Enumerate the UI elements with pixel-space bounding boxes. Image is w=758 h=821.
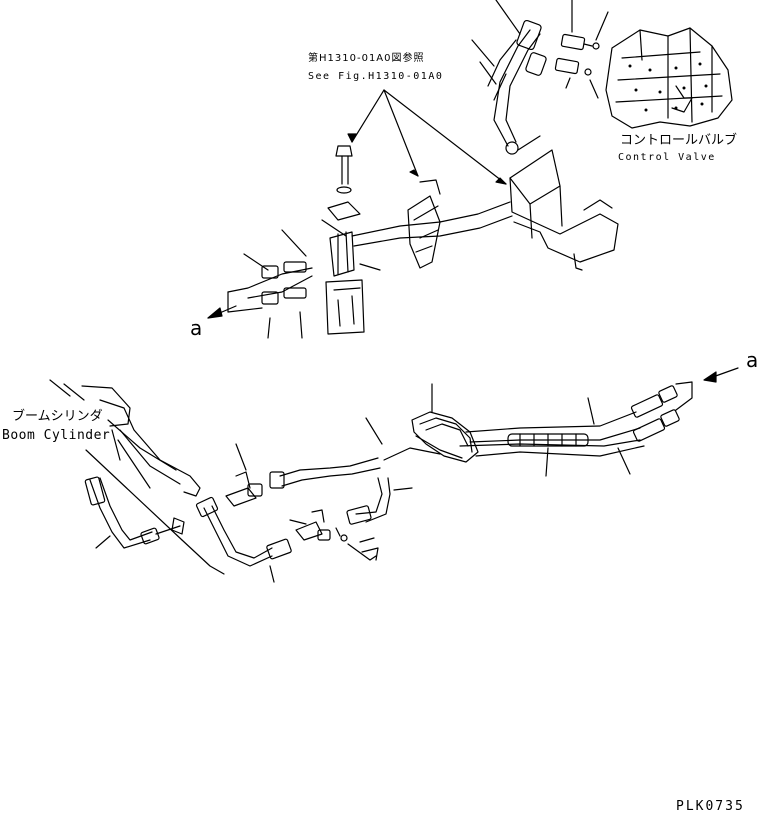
grommet bbox=[383, 383, 479, 463]
right-fittings bbox=[630, 381, 693, 442]
boom-cylinder-label-japanese: ブームシリンダ bbox=[12, 409, 103, 424]
reference-note-english: See Fig.H1310-01A0 bbox=[308, 71, 444, 82]
connection-arrow-a-1 bbox=[207, 305, 237, 319]
valve-hoses bbox=[471, 0, 547, 155]
reference-note-japanese: 第H1310-01A0図参照 bbox=[308, 53, 425, 64]
hose-holder bbox=[325, 201, 365, 335]
boom-cylinder bbox=[49, 379, 201, 541]
control-valve-label-english: Control Valve bbox=[618, 152, 716, 163]
clip-fittings bbox=[225, 443, 379, 561]
valve-fittings bbox=[554, 0, 609, 99]
control-valve-label-japanese: コントロールバルブ bbox=[620, 133, 738, 148]
left-pipe bbox=[84, 476, 185, 549]
short-hoses bbox=[269, 417, 413, 525]
reference-leaders bbox=[347, 89, 507, 185]
drawing-code: PLK0735 bbox=[676, 799, 745, 814]
middle-pipe bbox=[181, 496, 292, 583]
upper-hose bbox=[351, 201, 513, 247]
bolt bbox=[335, 145, 353, 194]
boom-cylinder-label-english: Boom Cylinder bbox=[2, 428, 111, 443]
connection-mark-a-upper: a bbox=[190, 316, 203, 340]
upper-leaders bbox=[321, 219, 381, 271]
lower-long-hoses bbox=[459, 397, 645, 477]
connection-mark-a-lower: a bbox=[746, 348, 758, 372]
control-valve bbox=[605, 27, 733, 129]
mounting-bracket bbox=[509, 149, 619, 271]
hose-clamp bbox=[407, 179, 441, 269]
upper-left-fittings bbox=[227, 229, 313, 339]
connection-arrow-a-2 bbox=[703, 367, 739, 383]
